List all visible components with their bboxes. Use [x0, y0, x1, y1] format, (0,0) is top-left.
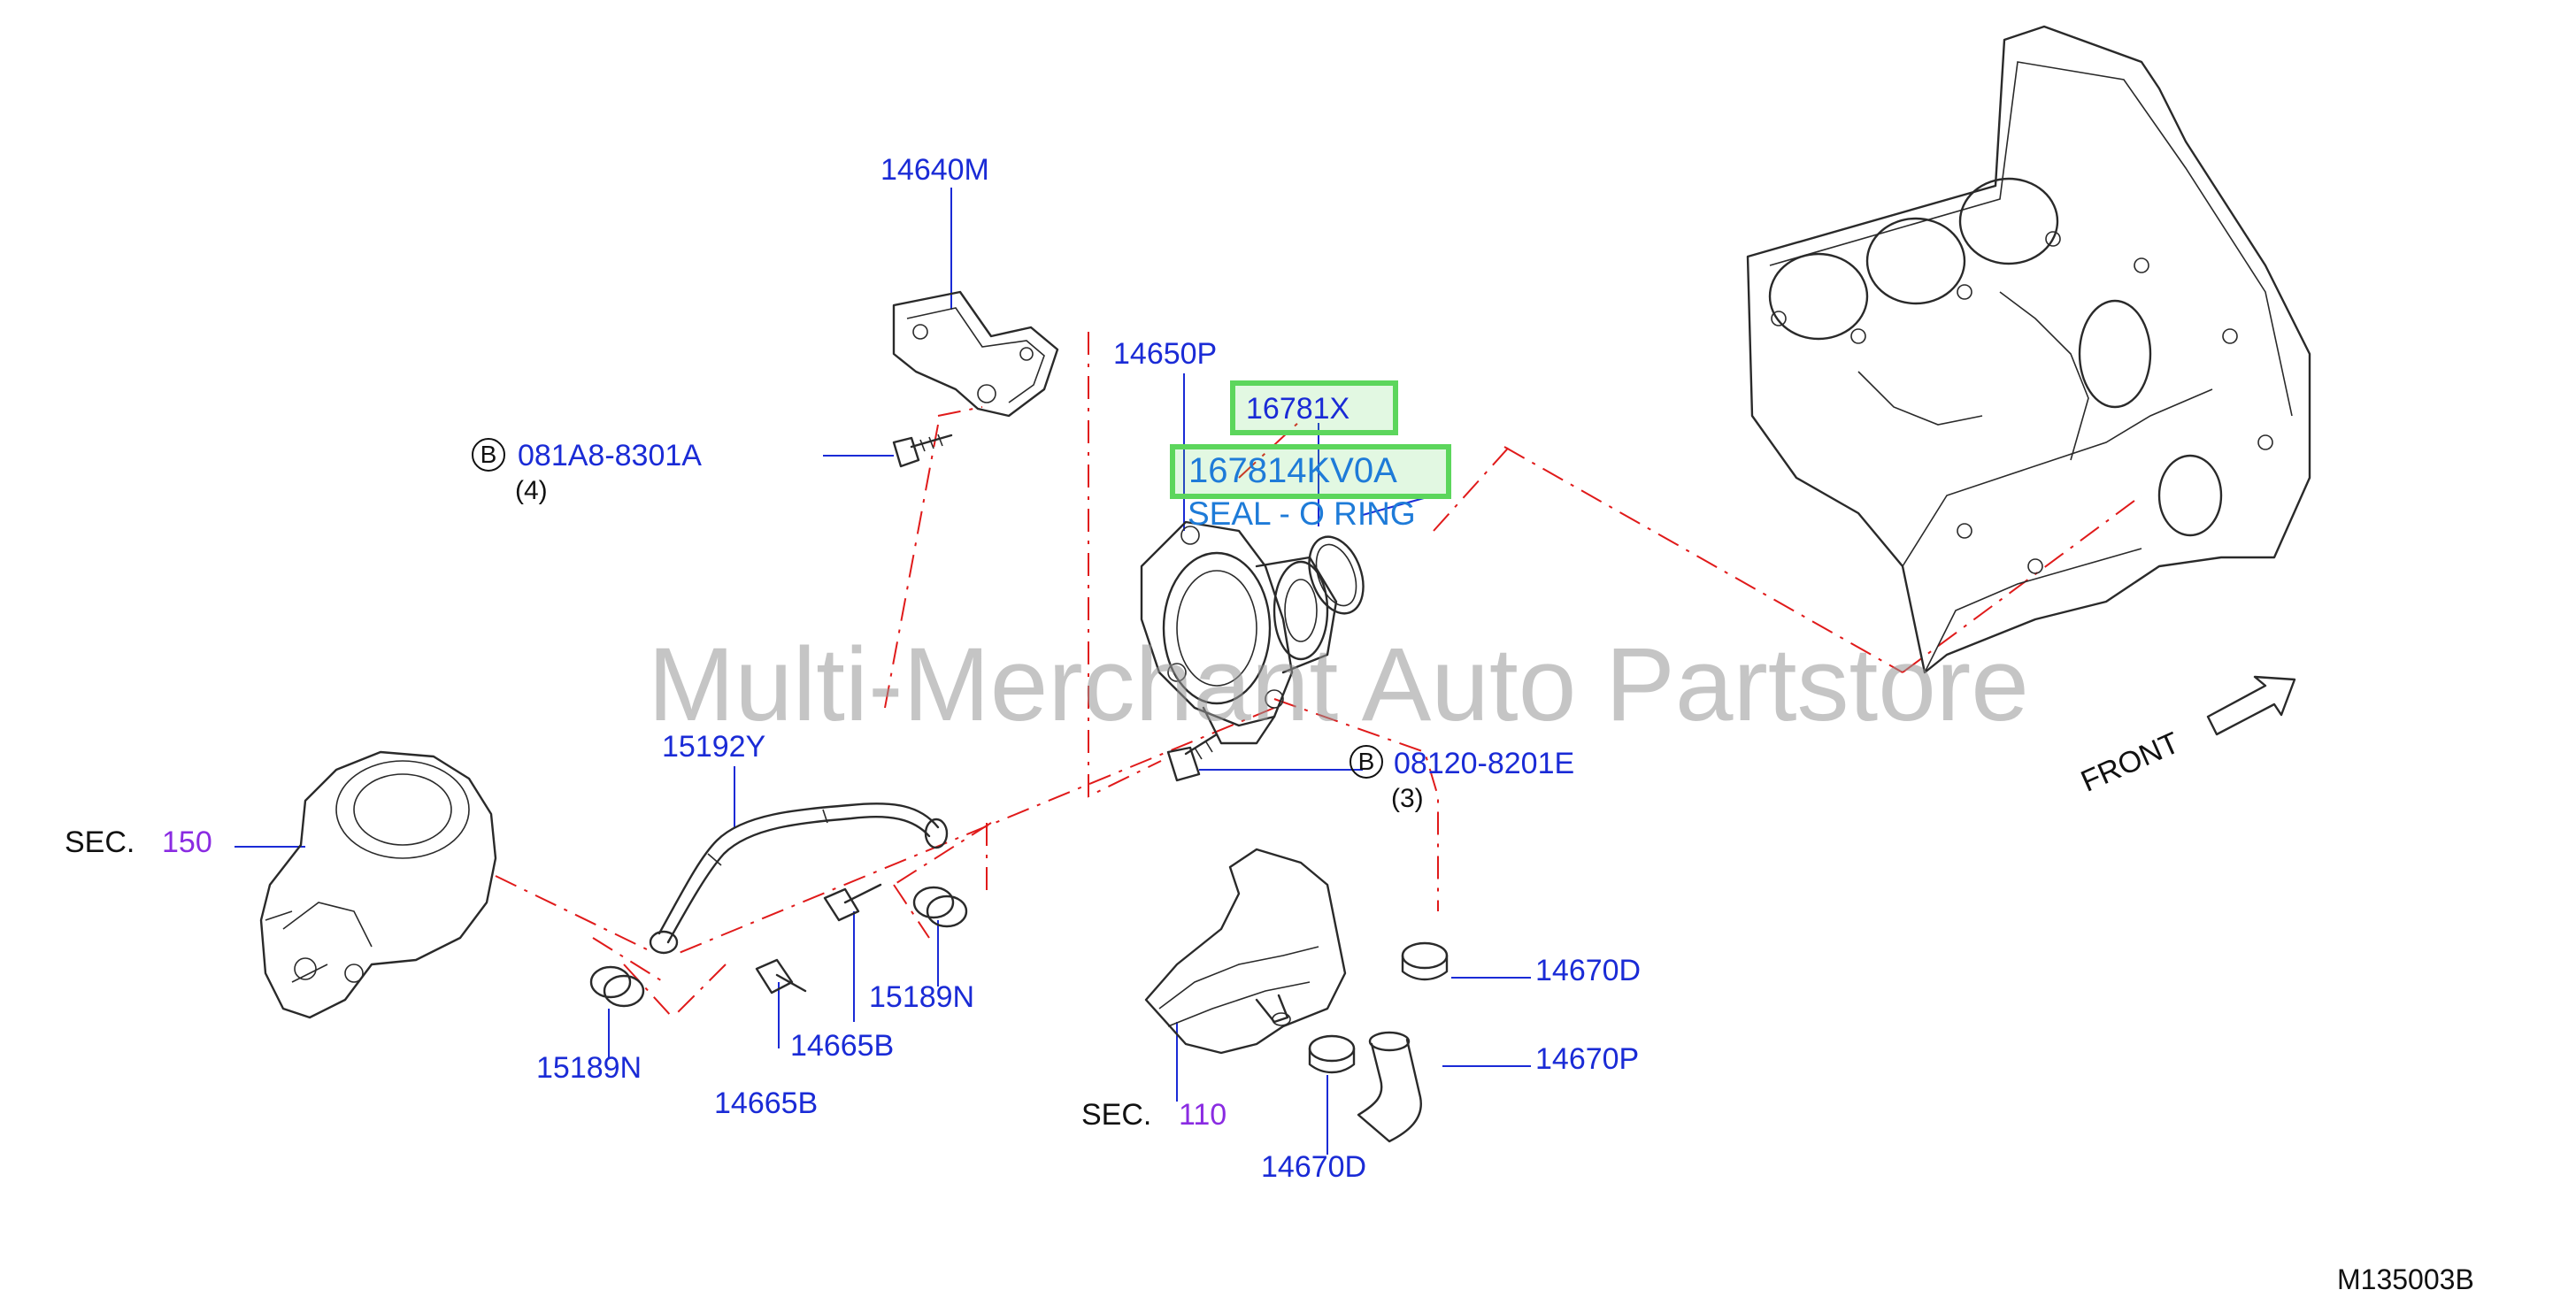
- o-ring-16781x: [1308, 535, 1365, 615]
- label-14670d-lower[interactable]: 14670D: [1261, 1150, 1367, 1184]
- label-14665b-lower[interactable]: 14665B: [714, 1086, 819, 1120]
- highlight-box-oem-number: [1170, 444, 1451, 499]
- label-16781x[interactable]: 16781X: [1246, 392, 1350, 426]
- label-qty-08120: (3): [1391, 784, 1424, 813]
- front-arrow-icon: [2206, 675, 2296, 736]
- clamp-14670d-upper: [1401, 941, 1449, 981]
- label-seal-o-ring: SEAL - O RING: [1188, 495, 1416, 532]
- bolt-marker-b-081a8: B: [472, 438, 505, 472]
- label-08120-8201e[interactable]: 08120-8201E: [1394, 747, 1575, 780]
- label-qty-081a8: (4): [515, 476, 548, 505]
- label-15189n-left[interactable]: 15189N: [536, 1051, 642, 1085]
- component-sec-110: [1144, 848, 1347, 1055]
- washer-15189n-right: [912, 886, 968, 928]
- diagram-code: M135003B: [2337, 1263, 2474, 1295]
- label-14670p[interactable]: 14670P: [1535, 1042, 1640, 1076]
- label-sec-150-number[interactable]: 150: [162, 825, 212, 859]
- bolt-08120: [1166, 733, 1219, 782]
- label-167814kv0a[interactable]: 167814KV0A: [1188, 451, 1397, 490]
- component-sec-150: [259, 750, 497, 1019]
- label-sec-150-prefix: SEC.: [65, 825, 135, 859]
- bolt-marker-b-08120: B: [1350, 745, 1383, 779]
- label-sec-110-prefix: SEC.: [1081, 1098, 1152, 1132]
- assembly-guide-lines: [495, 332, 2142, 1018]
- oil-tube-15192y: [649, 802, 949, 955]
- bracket-14640m: [892, 290, 1059, 418]
- watermark-text: Multi-Merchant Auto Partstore: [648, 626, 2029, 743]
- bolt-14665b-upper: [823, 883, 882, 922]
- label-sec-110-number[interactable]: 110: [1179, 1098, 1227, 1132]
- label-14670d-upper[interactable]: 14670D: [1535, 954, 1642, 987]
- label-14640m[interactable]: 14640M: [880, 153, 989, 187]
- hose-14670p: [1357, 1031, 1422, 1143]
- label-081a8-8301a[interactable]: 081A8-8301A: [518, 439, 702, 472]
- bolt-14665b-lower: [755, 958, 807, 994]
- engine-block: [1746, 25, 2311, 674]
- label-14650p[interactable]: 14650P: [1113, 337, 1218, 371]
- clamp-14670d-lower: [1308, 1034, 1356, 1074]
- highlight-box-part-number: [1230, 380, 1398, 435]
- washer-15189n-left: [589, 965, 645, 1008]
- label-15192y[interactable]: 15192Y: [662, 730, 766, 764]
- vacuum-pump-14650p: [1140, 520, 1338, 745]
- leader-lines: [235, 188, 1531, 1155]
- label-15189n-right[interactable]: 15189N: [869, 980, 975, 1014]
- bolt-081a8: [892, 434, 953, 468]
- label-14665b-upper[interactable]: 14665B: [790, 1029, 895, 1063]
